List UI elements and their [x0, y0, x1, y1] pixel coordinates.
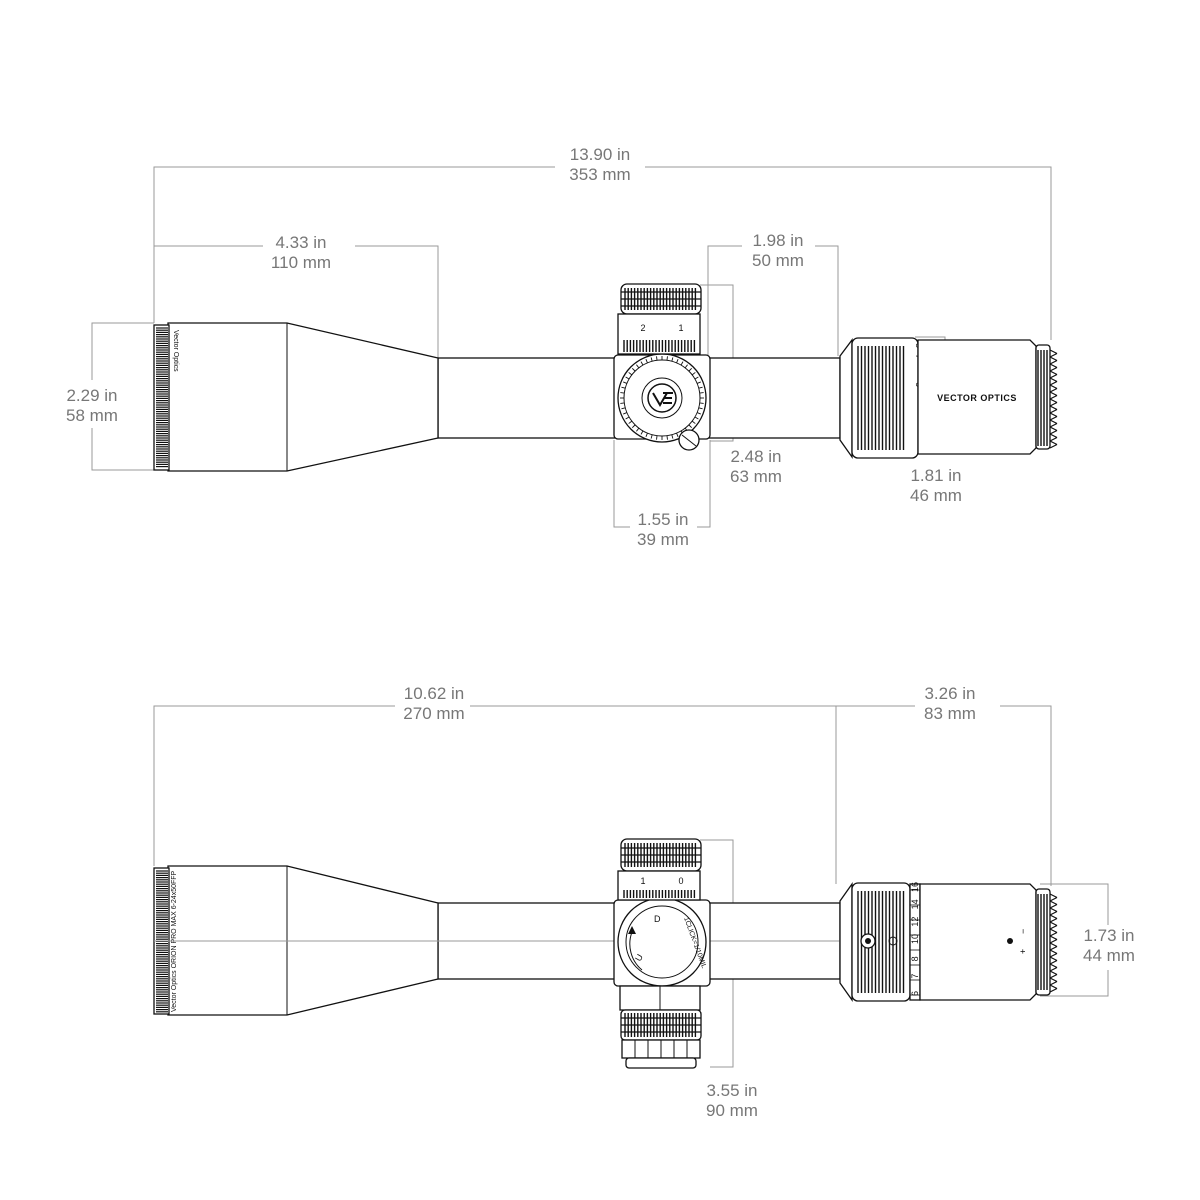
- side-elevation-knurl: [621, 843, 701, 867]
- side-diopter-knurl-pattern: [1037, 893, 1058, 993]
- side-dimension-labels: 10.62 in 270 mm 3.26 in 83 mm 1.73 in 44…: [403, 684, 1135, 1120]
- side-power-scale-12: 12: [910, 917, 920, 927]
- side-power-scale-10: 10: [910, 934, 920, 944]
- top-dimension-lines: [91, 166, 1052, 528]
- windage-up-label: U: [633, 952, 645, 963]
- vector-optics-logo-icon: [647, 383, 677, 413]
- side-power-scale-labels: 6 7 8 10 12 14 16: [910, 882, 920, 996]
- power-ring-width-mm: 46 mm: [910, 486, 962, 505]
- objective-diameter-mm: 58 mm: [66, 406, 118, 425]
- objective-knurl-ring: [153, 324, 170, 471]
- ocular-length-mm: 83 mm: [924, 704, 976, 723]
- brand-print: VECTOR OPTICS: [937, 393, 1017, 403]
- top-scope-body: Vector Optics 2 1: [153, 283, 1058, 472]
- turret-total-height-mm: 90 mm: [706, 1101, 758, 1120]
- side-scope-body: Vector Optics ORION PRO MAX 6-24x50FFP U…: [153, 838, 1058, 1069]
- elevation-knurl-pattern: [621, 288, 701, 310]
- objective-bell-length-in: 4.33 in: [275, 233, 326, 252]
- turret-ocular-length-mm: 50 mm: [752, 251, 804, 270]
- parallax-index-marks: [621, 1040, 701, 1058]
- side-elevation-scale-ticks: [623, 890, 696, 898]
- eyepiece-diameter-mm: 44 mm: [1083, 946, 1135, 965]
- side-objective-knurl-pattern: [156, 870, 168, 1013]
- turret-width-mm: 39 mm: [637, 530, 689, 549]
- overall-length-in: 13.90 in: [570, 145, 631, 164]
- side-elevation-scale-ring: [617, 870, 701, 901]
- side-power-scale-16: 16: [910, 882, 920, 892]
- side-elevation-scale-1: 1: [640, 876, 645, 886]
- turret-height-in: 2.48 in: [730, 447, 781, 466]
- side-view: 10.62 in 270 mm 3.26 in 83 mm 1.73 in 44…: [153, 684, 1135, 1120]
- objective-bell-length-mm: 110 mm: [271, 253, 331, 272]
- power-ring-width-in: 1.81 in: [910, 466, 961, 485]
- parallax-knurl-pattern: [621, 1013, 701, 1037]
- front-length-in: 10.62 in: [404, 684, 465, 703]
- top-view: 13.90 in 353 mm 4.33 in 110 mm 2.29 in 5…: [66, 145, 1058, 549]
- windage-down-label: D: [654, 914, 661, 924]
- power-ring-knurl: [857, 346, 905, 450]
- side-elevation-scale-0: 0: [678, 876, 683, 886]
- windage-tick-marks: [620, 356, 704, 440]
- top-dimension-labels: 13.90 in 353 mm 4.33 in 110 mm 2.29 in 5…: [66, 145, 962, 549]
- objective-print: Vector Optics: [172, 330, 179, 372]
- turret-height-mm: 63 mm: [730, 467, 782, 486]
- power-index-dot: [888, 936, 898, 946]
- diopter-plus-sign: +: [1018, 949, 1028, 954]
- turret-total-height-in: 3.55 in: [706, 1081, 757, 1100]
- turret-ocular-length-in: 1.98 in: [752, 231, 803, 250]
- elevation-scale-ticks: [623, 340, 696, 352]
- eyepiece-diameter-in: 1.73 in: [1083, 926, 1134, 945]
- elevation-scale-2: 2: [640, 323, 645, 333]
- elevation-scale-1: 1: [678, 323, 683, 333]
- diopter-knurl-pattern: [1037, 349, 1058, 449]
- side-power-scale-6: 6: [910, 991, 920, 996]
- objective-knurl-pattern: [156, 327, 168, 468]
- objective-diameter-in: 2.29 in: [66, 386, 117, 405]
- ocular-length-in: 3.26 in: [924, 684, 975, 703]
- side-power-scale-14: 14: [910, 899, 920, 909]
- front-length-mm: 270 mm: [403, 704, 464, 723]
- turret-width-in: 1.55 in: [637, 510, 688, 529]
- side-power-scale-8: 8: [910, 956, 920, 961]
- diopter-index-dot: [1007, 938, 1013, 944]
- side-power-scale-7: 7: [910, 974, 920, 979]
- overall-length-mm: 353 mm: [569, 165, 630, 184]
- diopter-minus-sign: −: [1018, 929, 1028, 934]
